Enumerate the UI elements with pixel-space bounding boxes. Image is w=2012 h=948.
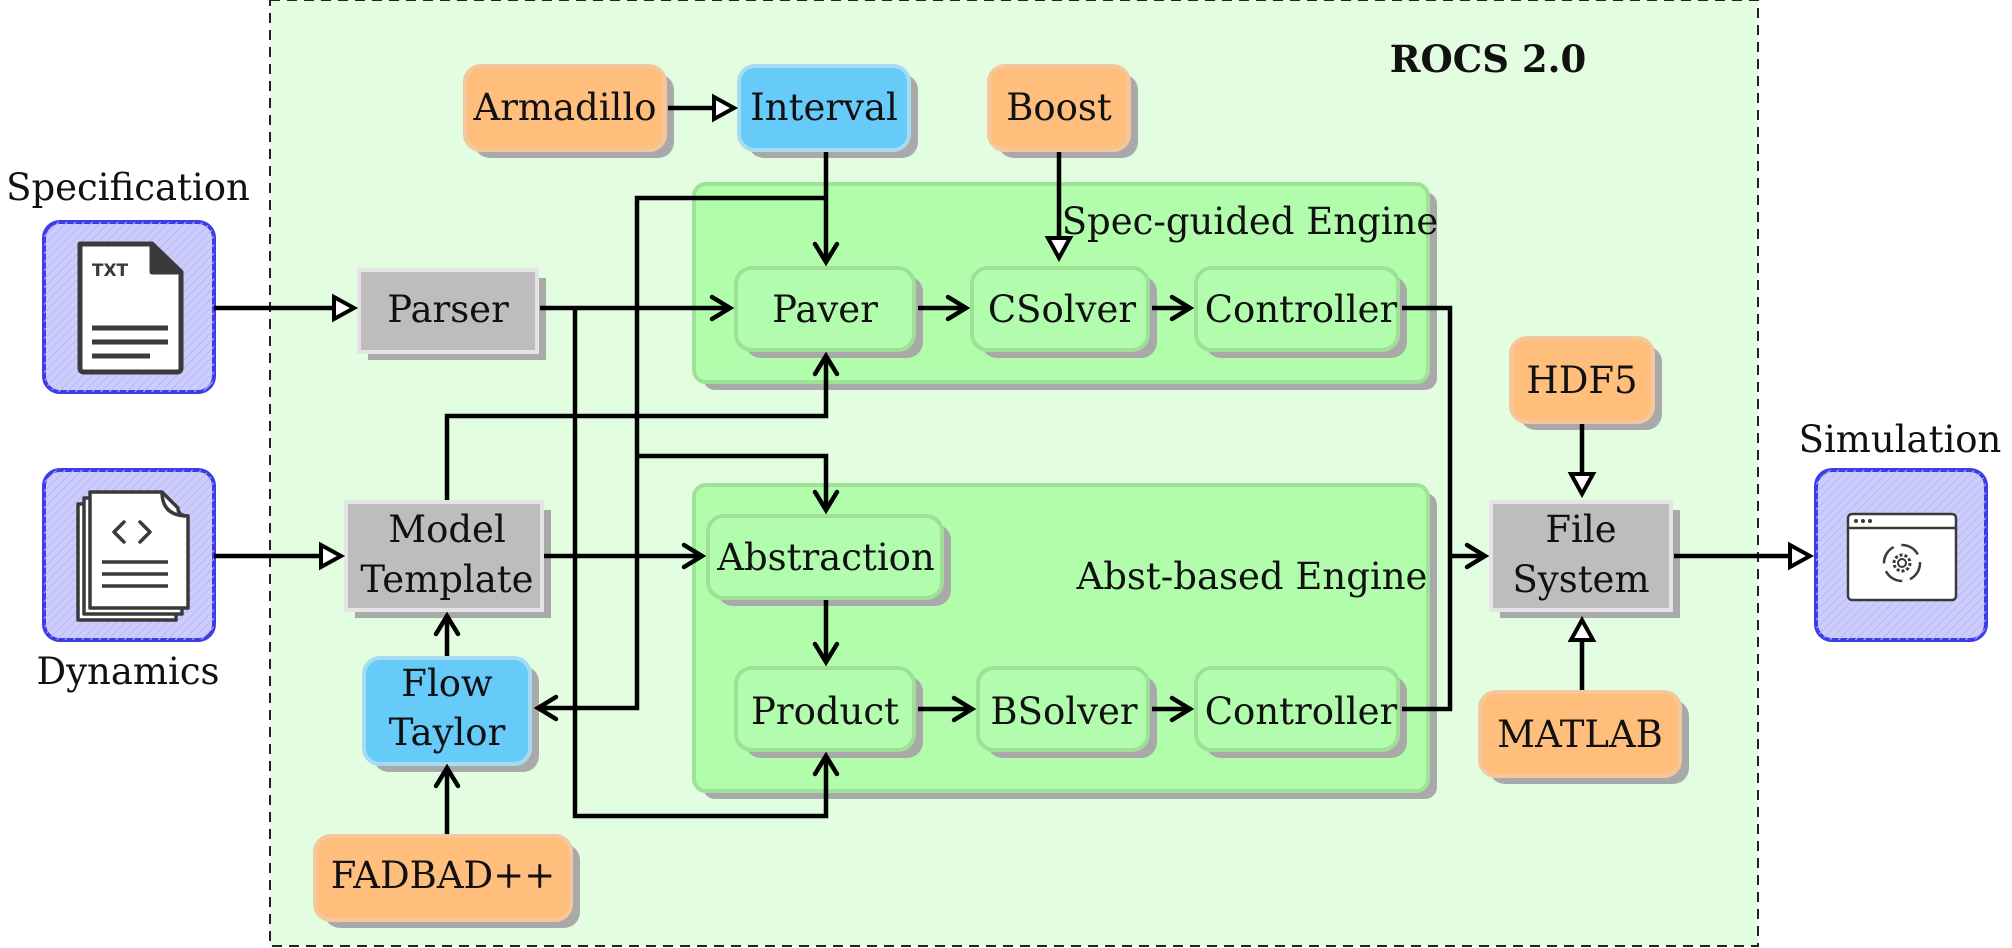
edge-parser-product	[572, 308, 829, 819]
controller-spec-node: Controller	[1194, 266, 1407, 358]
svg-text:Parser: Parser	[387, 288, 509, 331]
svg-text:MATLAB: MATLAB	[1497, 713, 1663, 756]
txt-file-icon: TXT	[77, 241, 184, 375]
abstraction-node: Abstraction	[706, 514, 951, 606]
model-template-node: Model Template	[344, 500, 551, 618]
armadillo-node: Armadillo	[463, 64, 674, 158]
browser-gear-icon	[1846, 512, 1958, 602]
product-node: Product	[734, 666, 923, 758]
parser-node: Parser	[357, 268, 546, 360]
bsolver-node: BSolver	[976, 666, 1157, 758]
svg-text:Interval: Interval	[750, 86, 898, 129]
svg-text:Controller: Controller	[1205, 690, 1398, 733]
svg-text:CSolver: CSolver	[988, 288, 1137, 331]
svg-text:Paver: Paver	[772, 288, 878, 331]
flow-taylor-node: Flow Taylor	[362, 656, 539, 772]
rocs-title: ROCS 2.0	[1390, 37, 1586, 81]
connectors	[214, 93, 1815, 834]
dynamics-input	[42, 468, 216, 642]
file-system-node: File System	[1489, 500, 1680, 618]
paver-node: Paver	[734, 266, 923, 358]
controller-abst-node: Controller	[1194, 666, 1407, 758]
boost-node: Boost	[987, 64, 1138, 158]
edge-branch-abstraction	[637, 453, 829, 508]
svg-text:Boost: Boost	[1006, 86, 1112, 129]
dynamics-label: Dynamics	[36, 650, 219, 693]
svg-text:Product: Product	[751, 690, 899, 733]
spec-guided-engine-label: Spec-guided Engine	[1062, 200, 1439, 243]
edge-controllers-filesystem	[1402, 305, 1483, 712]
csolver-node: CSolver	[970, 266, 1157, 358]
simulation-label: Simulation	[1799, 418, 2002, 461]
svg-text:BSolver: BSolver	[990, 690, 1137, 733]
edge-model-paver	[444, 358, 829, 500]
svg-text:Taylor: Taylor	[389, 711, 506, 754]
svg-text:System: System	[1512, 558, 1649, 601]
svg-text:File: File	[1545, 508, 1616, 551]
svg-text:Armadillo: Armadillo	[472, 86, 656, 129]
hdf5-node: HDF5	[1509, 336, 1662, 430]
svg-text:HDF5: HDF5	[1526, 359, 1637, 402]
abst-based-engine-label: Abst-based Engine	[1076, 555, 1428, 598]
svg-text:FADBAD++: FADBAD++	[331, 854, 555, 897]
code-files-icon	[76, 490, 190, 622]
svg-text:Controller: Controller	[1205, 288, 1398, 331]
edge-interval-flowtaylor	[540, 195, 826, 711]
fadbad-node: FADBAD++	[313, 834, 580, 928]
specification-label: Specification	[6, 166, 250, 209]
svg-text:Abstraction: Abstraction	[716, 536, 935, 579]
interval-node: Interval	[737, 64, 918, 158]
simulation-output	[1814, 468, 1988, 642]
specification-input: TXT	[42, 220, 216, 394]
matlab-node: MATLAB	[1478, 690, 1689, 784]
txt-badge: TXT	[92, 261, 129, 281]
svg-text:Template: Template	[360, 558, 533, 601]
svg-text:Model: Model	[388, 508, 506, 551]
svg-text:Flow: Flow	[401, 662, 493, 705]
